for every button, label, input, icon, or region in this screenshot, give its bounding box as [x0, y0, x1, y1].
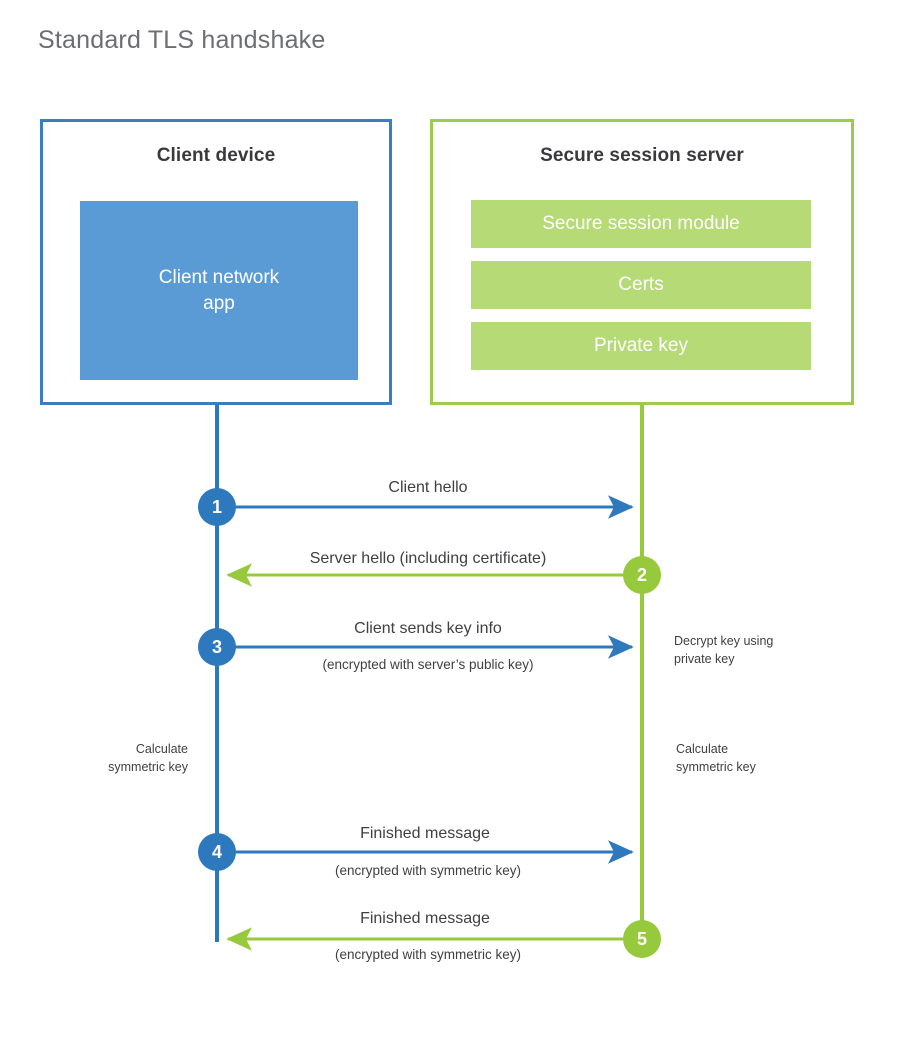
server-module-private-key: Private key [471, 322, 811, 370]
message-label-3: Client sends key info [354, 620, 502, 637]
message-label-4: Finished message [360, 825, 490, 842]
message-sublabel-3: (encrypted with server’s public key) [322, 657, 534, 672]
note-calculate-symmetric-key-client: Calculate symmetric key [108, 742, 188, 775]
message-sublabel-4: (encrypted with symmetric key) [334, 863, 522, 878]
step-circle-1[interactable]: 1 [198, 488, 236, 526]
step-circle-4[interactable]: 4 [198, 833, 236, 871]
message-label-1: Client hello [388, 479, 468, 496]
server-module-secure-session: Secure session module [471, 200, 811, 248]
server-module-certs: Certs [471, 261, 811, 309]
step-circle-3[interactable]: 3 [198, 628, 236, 666]
message-sublabel-5: (encrypted with symmetric key) [334, 947, 522, 962]
client-network-app-block: Client network app [80, 201, 358, 380]
step-circle-2[interactable]: 2 [623, 556, 661, 594]
page-title: Standard TLS handshake [38, 26, 326, 54]
step-circle-5[interactable]: 5 [623, 920, 661, 958]
client-device-title: Client device [156, 145, 276, 166]
message-label-5: Finished message [360, 910, 490, 927]
note-calculate-symmetric-key-server: Calculate symmetric key [676, 742, 756, 775]
message-label-2: Server hello (including certificate) [309, 550, 547, 567]
secure-session-server-title: Secure session server [540, 145, 744, 166]
client-device-box: Client device Client network app [40, 119, 392, 405]
secure-session-server-box: Secure session server Secure session mod… [430, 119, 854, 405]
note-decrypt-key: Decrypt key using private key [674, 634, 774, 667]
server-module-list: Secure session module Certs Private key [471, 200, 811, 383]
